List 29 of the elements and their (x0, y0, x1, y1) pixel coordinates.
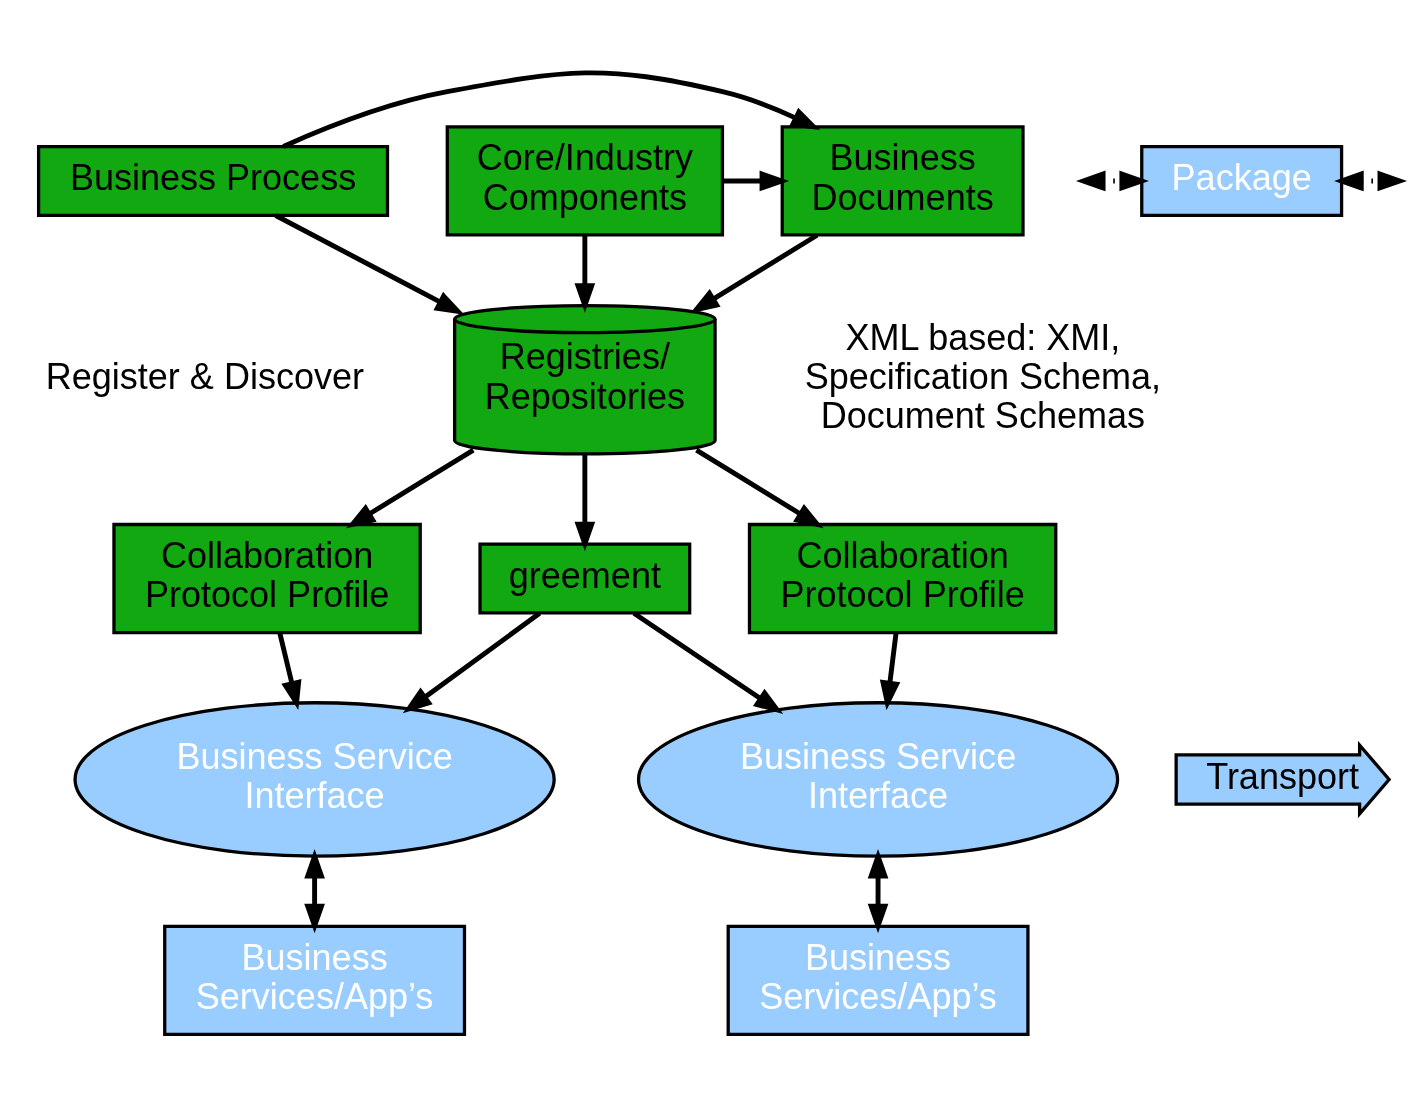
arrow (1334, 170, 1408, 191)
arrow (346, 447, 475, 528)
node-box: Business Services/App’s (163, 924, 467, 1036)
arrow (402, 610, 542, 713)
arrow (574, 235, 596, 313)
arrow (274, 212, 465, 315)
node-box: greement (478, 542, 692, 615)
arrow (632, 610, 784, 714)
arrow (1076, 170, 1149, 191)
arrow (282, 70, 821, 149)
arrow (690, 232, 819, 313)
node-box: Collaboration Protocol Profile (112, 522, 422, 634)
node-box: Package (1140, 144, 1344, 217)
node-box: Business Process (36, 144, 390, 217)
label: XML based: XMI, Specification Schema, Document Schemas (804, 316, 1162, 436)
node-ellipse: Business Service Interface (636, 700, 1120, 858)
arrow (722, 170, 790, 191)
arrow (695, 447, 824, 528)
arrow (304, 848, 325, 933)
label: Register & Discover (45, 355, 364, 397)
node-box: Collaboration Protocol Profile (747, 522, 1058, 634)
arrow (867, 848, 889, 933)
node-ellipse: Business Service Interface (73, 700, 556, 858)
arrow (277, 631, 302, 710)
node-box: Core/Industry Components (445, 124, 725, 237)
arrow (574, 453, 596, 551)
arrow (879, 631, 901, 710)
node-box: Business Services/App’s (726, 924, 1030, 1036)
node-box: Business Documents (780, 124, 1025, 237)
